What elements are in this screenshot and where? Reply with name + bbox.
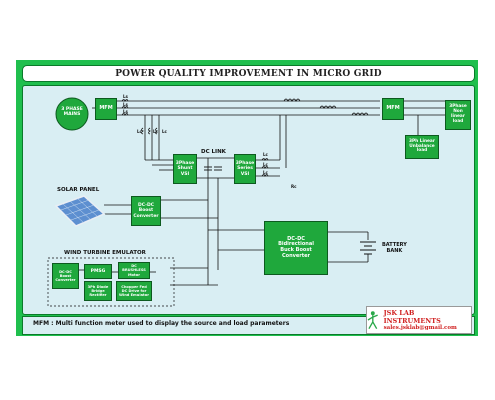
battery-label: BATTERY BANK bbox=[382, 242, 407, 254]
buck-boost-converter: DC-DC Bidirectional Buck Boost Converter bbox=[264, 221, 328, 275]
company-logo: JSK LAB INSTRUMENTS sales.jsklab@gmail.c… bbox=[366, 306, 472, 334]
logo-figure-icon bbox=[367, 311, 378, 330]
lc-label-3: Lc bbox=[162, 129, 167, 134]
lc-label-2: Lc bbox=[153, 129, 158, 134]
lc-label-1: Lc bbox=[137, 129, 142, 134]
dc-link-label: DC LINK bbox=[201, 149, 226, 155]
nonlinear-load: 3Phase Non linear load bbox=[445, 100, 471, 130]
unbalance-load: 3Ph Linear Unbalance load bbox=[405, 135, 439, 159]
series-vsi: 3Phase Series VSI bbox=[234, 154, 256, 184]
ls-label-1: Ls bbox=[123, 94, 128, 99]
lc-label-5: Lc bbox=[263, 162, 268, 167]
logo-email: sales.jsklab@gmail.com bbox=[383, 325, 457, 331]
ls-label-2: Ls bbox=[123, 102, 128, 107]
mains-source bbox=[55, 97, 89, 131]
ls-label-3: Ls bbox=[123, 109, 128, 114]
mfm-right: MFM bbox=[382, 98, 404, 120]
mfm-left: MFM bbox=[95, 98, 117, 120]
wind-emulator-frame bbox=[47, 257, 175, 307]
page-title: POWER QUALITY IMPROVEMENT IN MICRO GRID bbox=[115, 68, 382, 79]
boost-converter: DC-DC Boost Converter bbox=[131, 196, 161, 226]
footer-note: MFM : Multi function meter used to displ… bbox=[33, 320, 290, 327]
rc-label: Rc bbox=[291, 184, 297, 189]
rectifier-block: 3Ph Diode Bridge Rectifier bbox=[84, 281, 112, 301]
pmsg-block: PMSG bbox=[84, 264, 112, 279]
chopper-block: Chopper Fed DC Drive for Wind Emulator bbox=[116, 281, 152, 301]
solar-panel-icon bbox=[54, 195, 106, 227]
title-bar: POWER QUALITY IMPROVEMENT IN MICRO GRID bbox=[22, 65, 475, 82]
mains-label: 3 PHASE MAINS bbox=[61, 107, 83, 118]
lc-label-4: Lc bbox=[263, 152, 268, 157]
shunt-vsi: 3Phase Shunt VSI bbox=[173, 154, 197, 184]
logo-company-name: JSK LAB INSTRUMENTS bbox=[383, 309, 441, 325]
solar-panel-label: SOLAR PANEL bbox=[57, 187, 100, 193]
wt-boost-converter: DC-DC Boost Converter bbox=[52, 263, 79, 289]
lc-label-6: Lc bbox=[263, 170, 268, 175]
bldc-motor-block: DC BRUSHLESS Motor bbox=[118, 262, 150, 279]
wind-turbine-label: WIND TURBINE EMULATOR bbox=[64, 250, 146, 256]
footer-bar: MFM : Multi function meter used to displ… bbox=[22, 316, 475, 335]
